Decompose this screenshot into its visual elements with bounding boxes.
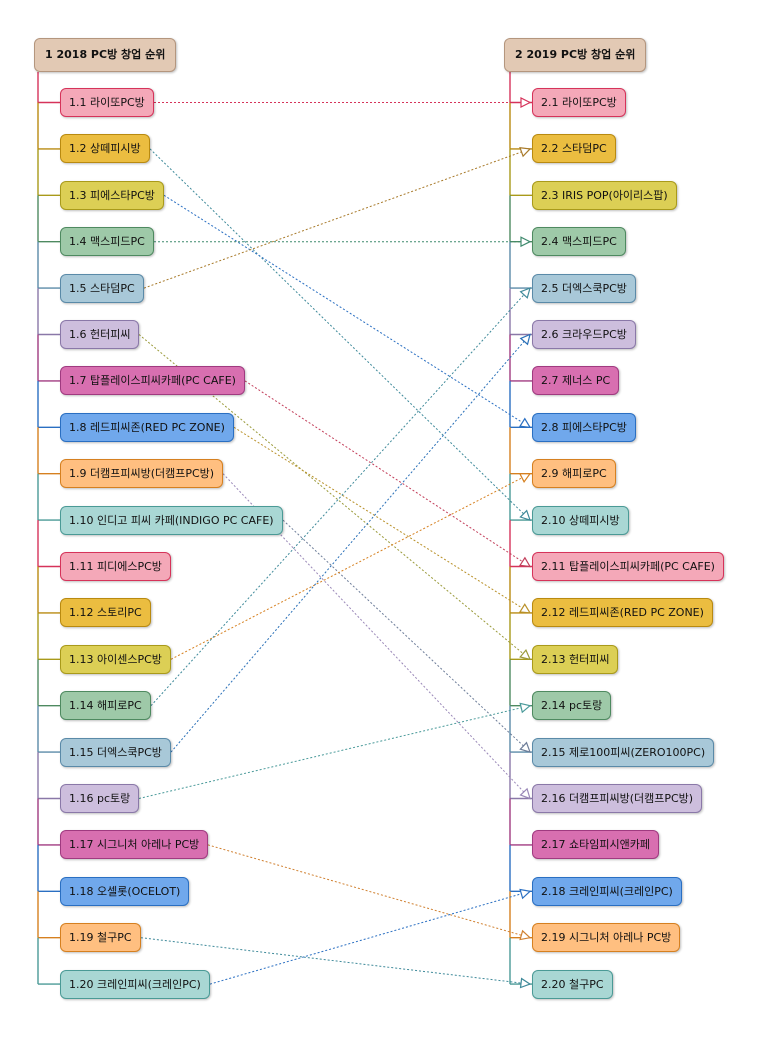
right-item-node[interactable]: 2.14 pc토랑 <box>532 691 612 721</box>
right-item-node[interactable]: 2.7 제너스 PC <box>532 366 620 396</box>
left-item-node[interactable]: 1.9 더캠프피씨방(더캠프PC방) <box>60 459 224 489</box>
link-arrowhead <box>519 929 532 941</box>
link-line <box>140 937 531 985</box>
left-item-node[interactable]: 1.17 시그니처 아레나 PC방 <box>60 830 209 860</box>
left-item-node[interactable]: 1.10 인디고 피씨 카페(INDIGO PC CAFE) <box>60 505 283 535</box>
right-item-node[interactable]: 2.8 피에스타PC방 <box>532 412 636 442</box>
left-item-node[interactable]: 1.12 스토리PC <box>60 598 151 628</box>
link-arrowhead <box>520 97 532 108</box>
link-arrowhead <box>519 509 531 522</box>
link-arrowhead <box>520 236 532 248</box>
right-item-node[interactable]: 2.11 탑플레이스피씨카페(PC CAFE) <box>532 552 724 581</box>
left-item-node[interactable]: 1.6 헌터피씨 <box>60 320 140 349</box>
right-item-node[interactable]: 2.3 IRIS POP(아이리스팝) <box>532 180 677 210</box>
link-arrowhead <box>519 147 532 158</box>
left-item-node[interactable]: 1.5 스타덤PC <box>60 273 144 303</box>
right-item-node[interactable]: 2.9 해피로PC <box>532 459 616 489</box>
right-item-node[interactable]: 2.13 헌터피씨 <box>532 644 619 674</box>
link-line <box>209 890 531 985</box>
left-item-node[interactable]: 1.4 맥스피드PC <box>60 227 154 257</box>
link-arrowhead <box>518 417 532 429</box>
right-item-node[interactable]: 2.4 맥스피드PC <box>532 227 626 257</box>
link-line <box>149 148 531 521</box>
left-item-node[interactable]: 1.15 더엑스쿡PC방 <box>60 737 171 767</box>
left-item-node[interactable]: 1.19 철구PC <box>60 923 141 953</box>
right-item-node[interactable]: 2.17 쇼타임피시앤카페 <box>532 830 659 860</box>
right-item-node[interactable]: 2.20 철구PC <box>532 969 613 999</box>
link-line <box>244 380 531 567</box>
link-arrowhead <box>519 787 531 800</box>
link-arrowhead <box>518 603 532 614</box>
link-line <box>150 287 531 707</box>
left-item-node[interactable]: 1.16 pc토랑 <box>60 784 140 813</box>
link-line <box>138 705 531 799</box>
right-item-node[interactable]: 2.10 상떼피시방 <box>532 505 629 535</box>
link-line <box>207 844 531 939</box>
right-item-node[interactable]: 2.16 더캠프피씨방(더캠프PC방) <box>532 784 703 813</box>
left-item-node[interactable]: 1.11 피디에스PC방 <box>60 552 171 581</box>
link-line <box>163 194 531 428</box>
right-item-node[interactable]: 2.2 스타덤PC <box>532 134 616 164</box>
right-item-node[interactable]: 2.5 더엑스쿡PC방 <box>532 273 636 303</box>
link-arrowhead <box>518 473 532 483</box>
link-arrowhead <box>519 287 531 299</box>
left-item-node[interactable]: 1.8 레드피씨존(RED PC ZONE) <box>60 412 234 442</box>
right-item-node[interactable]: 2.15 제로100피씨(ZERO100PC) <box>532 737 715 767</box>
link-arrowhead <box>519 741 531 754</box>
link-line <box>170 473 531 660</box>
left-item-node[interactable]: 1.1 라이또PC방 <box>60 88 154 117</box>
link-arrowhead <box>519 648 532 661</box>
left-item-node[interactable]: 1.2 상떼피시방 <box>60 134 150 164</box>
right-item-node[interactable]: 2.12 레드피씨존(RED PC ZONE) <box>532 598 713 628</box>
right-item-node[interactable]: 2.1 라이또PC방 <box>532 88 626 117</box>
left-item-node[interactable]: 1.20 크레인피씨(크레인PC) <box>60 969 210 999</box>
left-item-node[interactable]: 1.18 오셀롯(OCELOT) <box>60 876 190 906</box>
right-item-node[interactable]: 2.18 크레인피씨(크레인PC) <box>532 876 682 906</box>
link-line <box>143 148 531 289</box>
left-item-node[interactable]: 1.3 피에스타PC방 <box>60 180 164 210</box>
left-item-node[interactable]: 1.13 아이센스PC방 <box>60 644 171 674</box>
link-line <box>282 519 531 753</box>
right-item-node[interactable]: 2.6 크라우드PC방 <box>532 320 636 349</box>
link-arrowhead <box>518 556 532 568</box>
link-arrowhead <box>519 977 532 989</box>
right-item-node[interactable]: 2.19 시그니처 아레나 PC방 <box>532 923 681 953</box>
left-item-node[interactable]: 1.7 탑플레이스피씨카페(PC CAFE) <box>60 366 245 396</box>
link-line <box>170 334 531 753</box>
link-arrowhead <box>519 333 531 346</box>
left-root-node[interactable]: 1 2018 PC방 창업 순위 <box>34 38 177 72</box>
right-root-node[interactable]: 2 2019 PC방 창업 순위 <box>504 38 647 72</box>
link-line <box>222 473 531 799</box>
link-arrowhead <box>519 888 532 900</box>
link-arrowhead <box>519 702 532 714</box>
left-item-node[interactable]: 1.14 해피로PC <box>60 691 151 721</box>
